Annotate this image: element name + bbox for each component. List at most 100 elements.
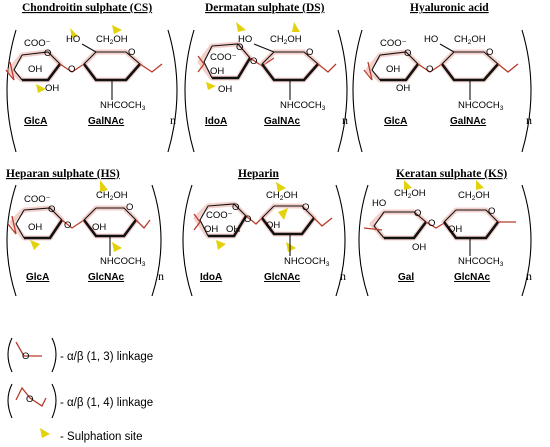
glycosidic-oxygen: O	[22, 351, 29, 362]
repeat-n: n	[170, 113, 176, 127]
ring-bond	[443, 209, 457, 223]
ring-bond	[454, 51, 499, 65]
legend-item-link14: O - α/β (1, 4) linkage	[7, 383, 153, 419]
ch2oh-label: CH2OH	[270, 34, 302, 46]
linkage-bond	[313, 217, 333, 227]
ring-bond	[96, 51, 141, 65]
ring-bond	[208, 215, 248, 238]
left-parenthesis	[6, 184, 17, 297]
ring-bond	[199, 205, 209, 237]
left-parenthesis	[6, 29, 17, 153]
sulphation-site-icon	[206, 82, 216, 90]
sulphation-site-icon	[216, 240, 226, 250]
left-parenthesis	[7, 337, 13, 373]
ch2oh-label: CH2OH	[394, 188, 426, 200]
left-parenthesis	[352, 29, 363, 153]
hydroxyl-label: OH	[412, 242, 426, 253]
ring-label: GlcNAc	[264, 272, 301, 283]
ring-bond	[203, 45, 213, 79]
sulphation-site-icon	[286, 242, 296, 252]
ring-bond	[24, 219, 64, 240]
ring-bond	[253, 43, 275, 53]
glycosidic-oxygen: O	[250, 56, 257, 67]
panel-title: Dermatan sulphate (DS)	[205, 2, 325, 14]
ring-bond	[260, 217, 316, 236]
sulphation-site-icon	[476, 180, 484, 190]
glycosidic-oxygen: O	[426, 64, 433, 75]
ring-oxygen: O	[486, 47, 493, 58]
panel-dermatan-sulphate: Dermatan sulphate (DS) n COO⁻ O OH OH O …	[184, 2, 348, 153]
panel-title: Heparan sulphate (HS)	[6, 168, 120, 180]
panel-hyaluronic-acid: Hyaluronic acid n COO⁻ O OH OH O HO CH2O…	[352, 2, 532, 153]
panel-title: Keratan sulphate (KS)	[396, 168, 507, 180]
sulphation-site-icon	[30, 240, 40, 250]
hydroxyl-label: OH	[386, 64, 400, 75]
hydroxyl-label: HO	[238, 34, 252, 45]
acetamido-label: NHCOCH3	[458, 100, 504, 112]
ring-oxygen: O	[236, 42, 243, 53]
ring-oxygen: O	[488, 206, 495, 217]
linkage-bond	[139, 63, 163, 73]
ch2oh-label: CH2OH	[96, 34, 128, 46]
panel-title: Hyaluronic acid	[410, 2, 489, 14]
hydroxyl-label: HO	[66, 34, 80, 45]
hydroxyl-label: OH	[218, 84, 232, 95]
glycosidic-oxygen: O	[64, 220, 71, 231]
ring-oxygen: O	[414, 208, 421, 219]
ring-bond	[274, 51, 319, 65]
right-parenthesis	[51, 337, 57, 373]
ring-bond	[440, 63, 499, 82]
sulphation-site-icon	[40, 428, 50, 438]
left-parenthesis	[182, 184, 193, 297]
legend-label: - α/β (1, 3) linkage	[60, 351, 153, 363]
sulphation-site-icon	[278, 208, 288, 220]
ring-bond	[261, 51, 275, 65]
ring-oxygen: O	[44, 48, 51, 59]
right-parenthesis	[167, 29, 178, 153]
ring-oxygen: O	[128, 47, 135, 58]
ring-bond	[83, 51, 97, 65]
ring-bond	[274, 205, 315, 219]
hydroxyl-label: OH	[28, 64, 42, 75]
ring-label: GlcA	[26, 272, 49, 283]
carboxylate-label: COO⁻	[210, 52, 237, 63]
ring-bond	[207, 203, 247, 217]
ch2oh-label: CH2OH	[458, 190, 490, 202]
ring-label: Gal	[398, 272, 414, 283]
acetamido-label: NHCOCH3	[100, 256, 146, 268]
legend-item-link13: O - α/β (1, 3) linkage	[7, 337, 153, 373]
linkage-bond	[193, 213, 201, 231]
right-parenthesis	[51, 383, 57, 419]
hydroxyl-label: OH	[92, 222, 106, 233]
panel-keratan-sulphate: Keratan sulphate (KS) n HO CH2OH O OH O …	[358, 168, 532, 297]
glycosidic-oxygen: O	[244, 214, 251, 225]
ring-bond	[439, 43, 455, 53]
linkage-14-icon	[15, 386, 47, 407]
linkage-bond	[363, 227, 383, 231]
linkage-bond	[5, 61, 15, 81]
left-parenthesis	[7, 383, 13, 419]
glycosidic-oxygen: O	[26, 394, 33, 405]
ring-bond	[81, 43, 97, 53]
hydroxyl-label: OH	[204, 224, 218, 235]
sulphation-site-icon	[276, 182, 286, 192]
ring-bond	[22, 63, 62, 82]
linkage-bond	[417, 63, 443, 73]
ring-oxygen: O	[306, 47, 313, 58]
ring-label: GalNAc	[88, 116, 125, 127]
right-parenthesis	[521, 29, 532, 153]
panel-heparin: Heparin n COO⁻ O OH OH O CH2OH O OH NHCO…	[182, 168, 346, 297]
repeat-n: n	[526, 269, 532, 283]
repeat-n: n	[158, 269, 164, 283]
sulphation-site-icon	[236, 22, 246, 32]
ring-label: GlcNAc	[454, 272, 491, 283]
hydroxyl-label: OH	[210, 66, 224, 77]
linkage-bond	[135, 219, 151, 229]
ring-bond	[260, 63, 319, 82]
legend-label: - Sulphation site	[60, 431, 142, 443]
sulphation-site-icon	[292, 22, 300, 32]
ring-bond	[373, 211, 385, 239]
ring-bond	[13, 54, 23, 81]
glycosidic-oxygen: O	[428, 218, 435, 229]
ring-bond	[212, 57, 252, 80]
